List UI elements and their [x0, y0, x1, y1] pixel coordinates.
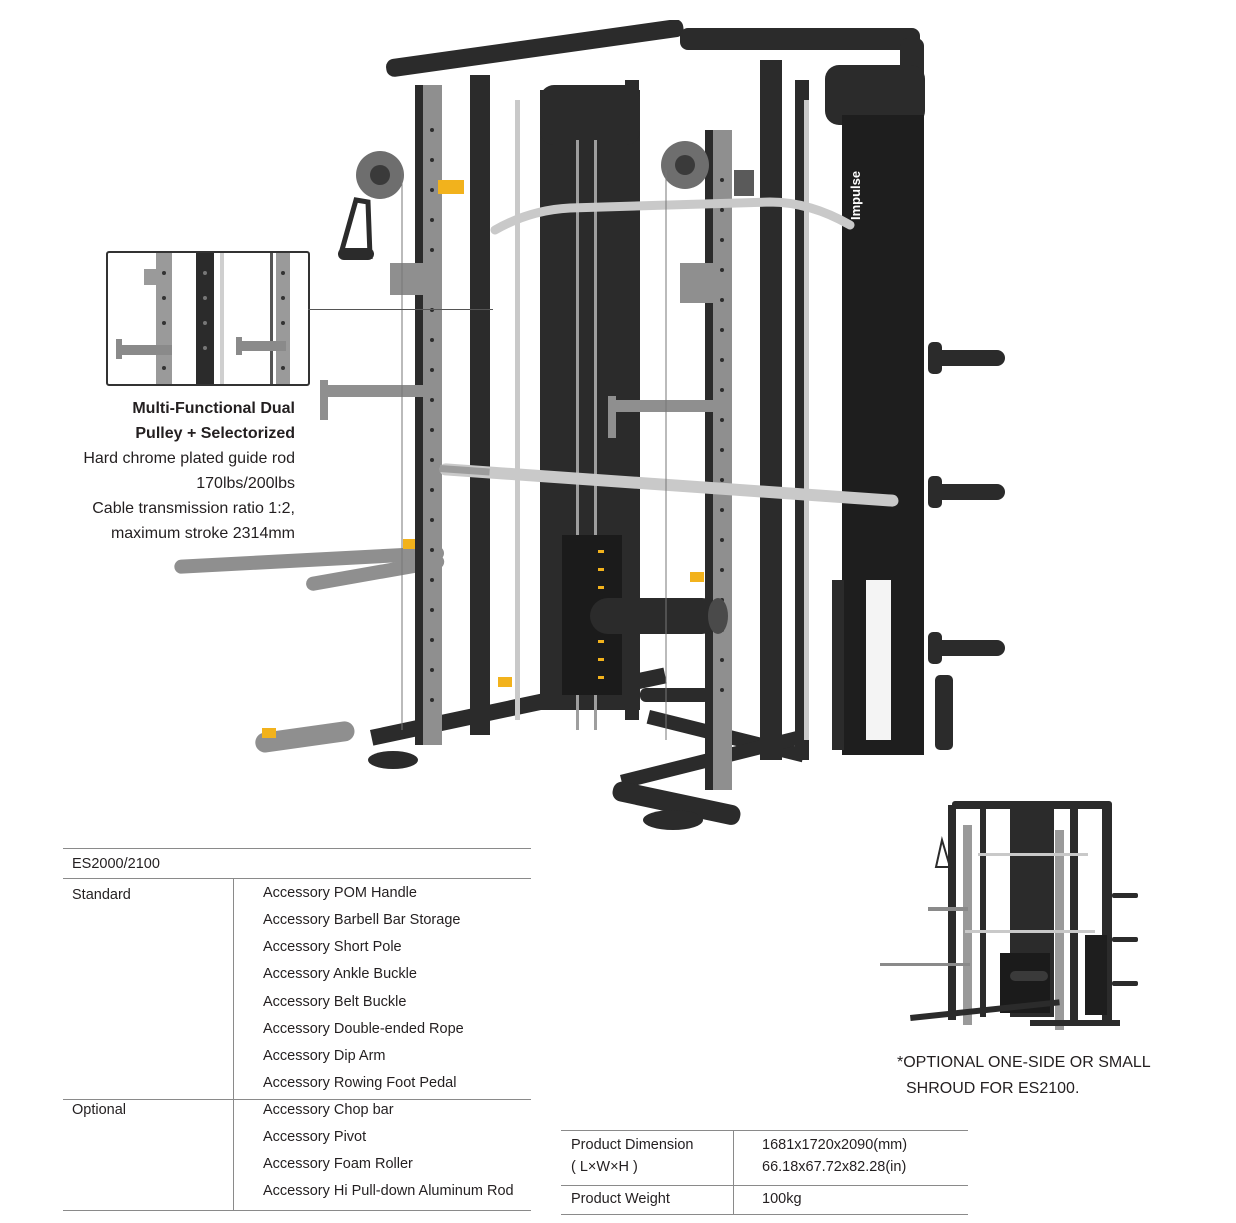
optional-item: Accessory Chop bar [263, 1102, 394, 1118]
standard-item: Accessory POM Handle [263, 885, 417, 901]
callout-line [308, 309, 493, 310]
upright-detail-illustration [116, 253, 290, 384]
standard-item: Accessory Ankle Buckle [263, 966, 417, 982]
standard-item: Accessory Barbell Bar Storage [263, 912, 461, 928]
feature-stroke: maximum stroke 2314mm [110, 525, 295, 542]
optional-shroud-illustration [880, 801, 1138, 1030]
feature-cable-ratio: Cable transmission ratio 1:2, [92, 500, 295, 517]
feature-heading-line2: Pulley + Selectorized [135, 425, 295, 442]
dimension-label-units: ( L×W×H ) [571, 1159, 638, 1175]
optional-label: Optional [72, 1102, 127, 1118]
standard-label: Standard [72, 887, 131, 903]
feature-heading-line1: Multi-Functional Dual [132, 400, 295, 417]
feature-weight-stack: 170lbs/200lbs [196, 475, 295, 492]
model-number: ES2000/2100 [72, 856, 160, 872]
standard-item: Accessory Rowing Foot Pedal [263, 1075, 457, 1091]
standard-item: Accessory Dip Arm [263, 1048, 386, 1064]
note-line1: *OPTIONAL ONE-SIDE OR SMALL [897, 1054, 1151, 1071]
feature-description: Multi-Functional Dual Pulley + Selectori… [83, 396, 295, 546]
optional-item: Accessory Hi Pull-down Aluminum Rod [263, 1183, 514, 1199]
weight-label: Product Weight [571, 1191, 670, 1207]
brand-logo: Impulse [848, 171, 863, 220]
weight-value: 100kg [762, 1191, 802, 1207]
standard-item: Accessory Double-ended Rope [263, 1021, 464, 1037]
detail-inset [106, 251, 310, 386]
standard-item: Accessory Belt Buckle [263, 994, 407, 1010]
feature-guide-rod: Hard chrome plated guide rod [83, 450, 295, 467]
note-line2: SHROUD FOR ES2100. [906, 1080, 1080, 1097]
smith-machine-illustration: Impulse [174, 20, 1005, 830]
standard-item: Accessory Short Pole [263, 939, 402, 955]
dimension-value-in: 66.18x67.72x82.28(in) [762, 1159, 907, 1175]
optional-shroud-note: *OPTIONAL ONE-SIDE OR SMALL SHROUD FOR E… [897, 1050, 1151, 1102]
optional-item: Accessory Pivot [263, 1129, 367, 1145]
dimension-value-mm: 1681x1720x2090(mm) [762, 1137, 908, 1153]
optional-item: Accessory Foam Roller [263, 1156, 413, 1172]
dimension-label: Product Dimension [571, 1137, 694, 1153]
